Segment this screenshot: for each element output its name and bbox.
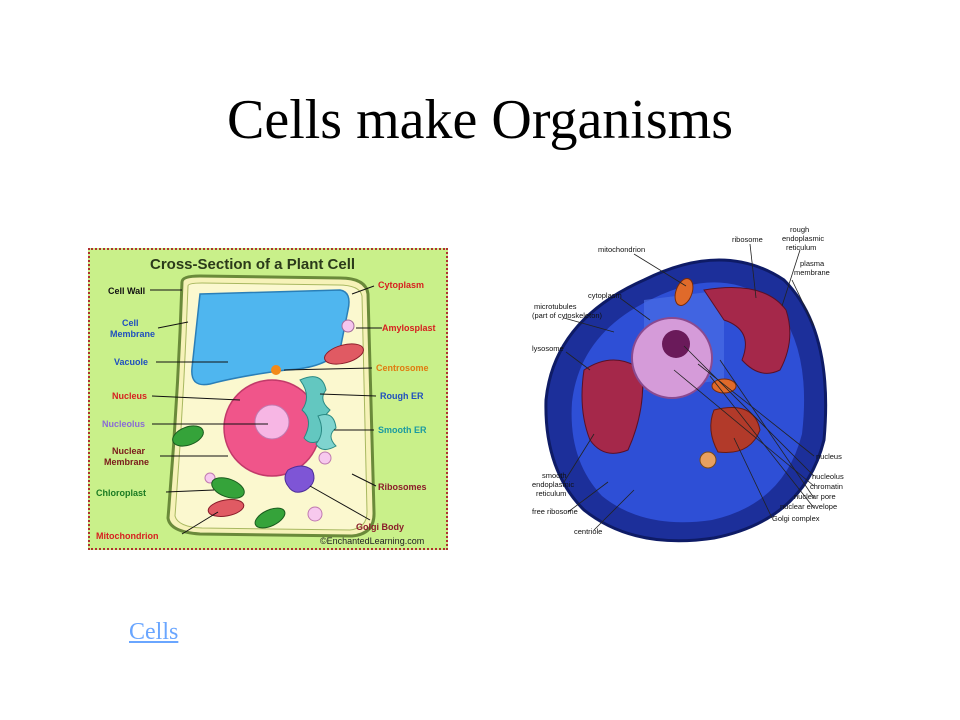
label-nuclear-membrane-2: Membrane bbox=[104, 457, 149, 467]
label-smooth-er-2: endoplasmic bbox=[532, 480, 574, 489]
label-amylosplast: Amylosplast bbox=[382, 323, 436, 333]
label-rough-er-1: rough bbox=[790, 225, 809, 234]
label-nucleolus: Nucleolus bbox=[102, 419, 145, 429]
amyloplast-shape bbox=[341, 319, 355, 333]
golgi-shape bbox=[284, 465, 315, 493]
label-cell-membrane-1: Cell bbox=[122, 318, 139, 328]
rough-er-shape bbox=[581, 359, 644, 454]
label-nucleolus: nucleolus bbox=[812, 472, 844, 481]
label-nuclear-membrane-1: Nuclear bbox=[112, 446, 146, 456]
label-plasma-membrane-2: membrane bbox=[794, 268, 830, 277]
vesicle-shape bbox=[307, 506, 323, 522]
label-rough-er-2: endoplasmic bbox=[782, 234, 824, 243]
label-cell-membrane-2: Membrane bbox=[110, 329, 155, 339]
animal-cell-svg: mitochondrion ribosome rough endoplasmic… bbox=[532, 225, 844, 543]
label-centrosome: Centrosome bbox=[376, 363, 429, 373]
cells-link[interactable]: Cells bbox=[129, 619, 179, 645]
plant-cell-svg: Cross-Section of a Plant Cell bbox=[96, 256, 436, 546]
chloroplast-shape bbox=[172, 425, 204, 447]
label-mitochondrion: mitochondrion bbox=[598, 245, 645, 254]
mitochondrion-shape bbox=[674, 278, 694, 306]
leader-lines bbox=[563, 243, 815, 531]
label-golgi-complex: Golgi complex bbox=[772, 514, 820, 523]
label-ribosome: ribosome bbox=[732, 235, 763, 244]
slide-title: Cells make Organisms bbox=[226, 89, 734, 151]
chloroplast-shape bbox=[211, 477, 245, 499]
label-cytoplasm: cytoplasm bbox=[588, 291, 622, 300]
nucleolus-shape bbox=[254, 404, 290, 440]
label-rough-er-3: reticulum bbox=[786, 243, 816, 252]
label-microtubules-2: (part of cytoskeleton) bbox=[532, 311, 603, 320]
label-ribosomes: Ribosomes bbox=[378, 482, 427, 492]
centrosome-shape bbox=[271, 365, 281, 375]
vesicle-shape bbox=[318, 451, 332, 465]
nucleus-shape bbox=[631, 317, 713, 399]
smooth-er-shape bbox=[315, 414, 337, 450]
label-centriole: centriole bbox=[574, 527, 602, 536]
lysosome-shape bbox=[699, 451, 717, 469]
chloroplast-shape bbox=[254, 507, 286, 529]
label-nucleus: Nucleus bbox=[112, 391, 147, 401]
label-golgi-body: Golgi Body bbox=[356, 522, 404, 532]
rough-er-shape bbox=[703, 287, 791, 374]
nucleolus-shape bbox=[662, 330, 690, 358]
label-nuclear-pore: nuclear pore bbox=[794, 492, 836, 501]
label-chromatin: chromatin bbox=[810, 482, 843, 491]
label-vacuole: Vacuole bbox=[114, 357, 148, 367]
pointer-lines bbox=[150, 285, 382, 535]
label-plasma-membrane-1: plasma bbox=[800, 259, 825, 268]
label-rough-er: Rough ER bbox=[380, 391, 424, 401]
label-cytoplasm: Cytoplasm bbox=[378, 280, 424, 290]
label-lysosome: lysosome bbox=[532, 344, 564, 353]
label-smooth-er: Smooth ER bbox=[378, 425, 427, 435]
label-smooth-er-3: reticulum bbox=[536, 489, 566, 498]
plant-cell-diagram: Cross-Section of a Plant Cell bbox=[88, 248, 448, 550]
golgi-shape bbox=[710, 407, 761, 454]
mitochondrion-shape bbox=[324, 343, 364, 365]
plant-cell-title: Cross-Section of a Plant Cell bbox=[150, 256, 355, 273]
label-mitochondrion: Mitochondrion bbox=[96, 531, 159, 541]
label-microtubules-1: microtubules bbox=[534, 302, 577, 311]
label-free-ribosome: free ribosome bbox=[532, 507, 578, 516]
label-cell-wall: Cell Wall bbox=[108, 286, 145, 296]
label-nucleus: nucleus bbox=[816, 452, 842, 461]
label-chloroplast: Chloroplast bbox=[96, 488, 146, 498]
credit-text: ©EnchantedLearning.com bbox=[320, 536, 424, 546]
label-nuclear-envelope: nuclear envelope bbox=[780, 502, 837, 511]
animal-cell-diagram: mitochondrion ribosome rough endoplasmic… bbox=[524, 220, 848, 566]
label-smooth-er-1: smooth bbox=[542, 471, 567, 480]
